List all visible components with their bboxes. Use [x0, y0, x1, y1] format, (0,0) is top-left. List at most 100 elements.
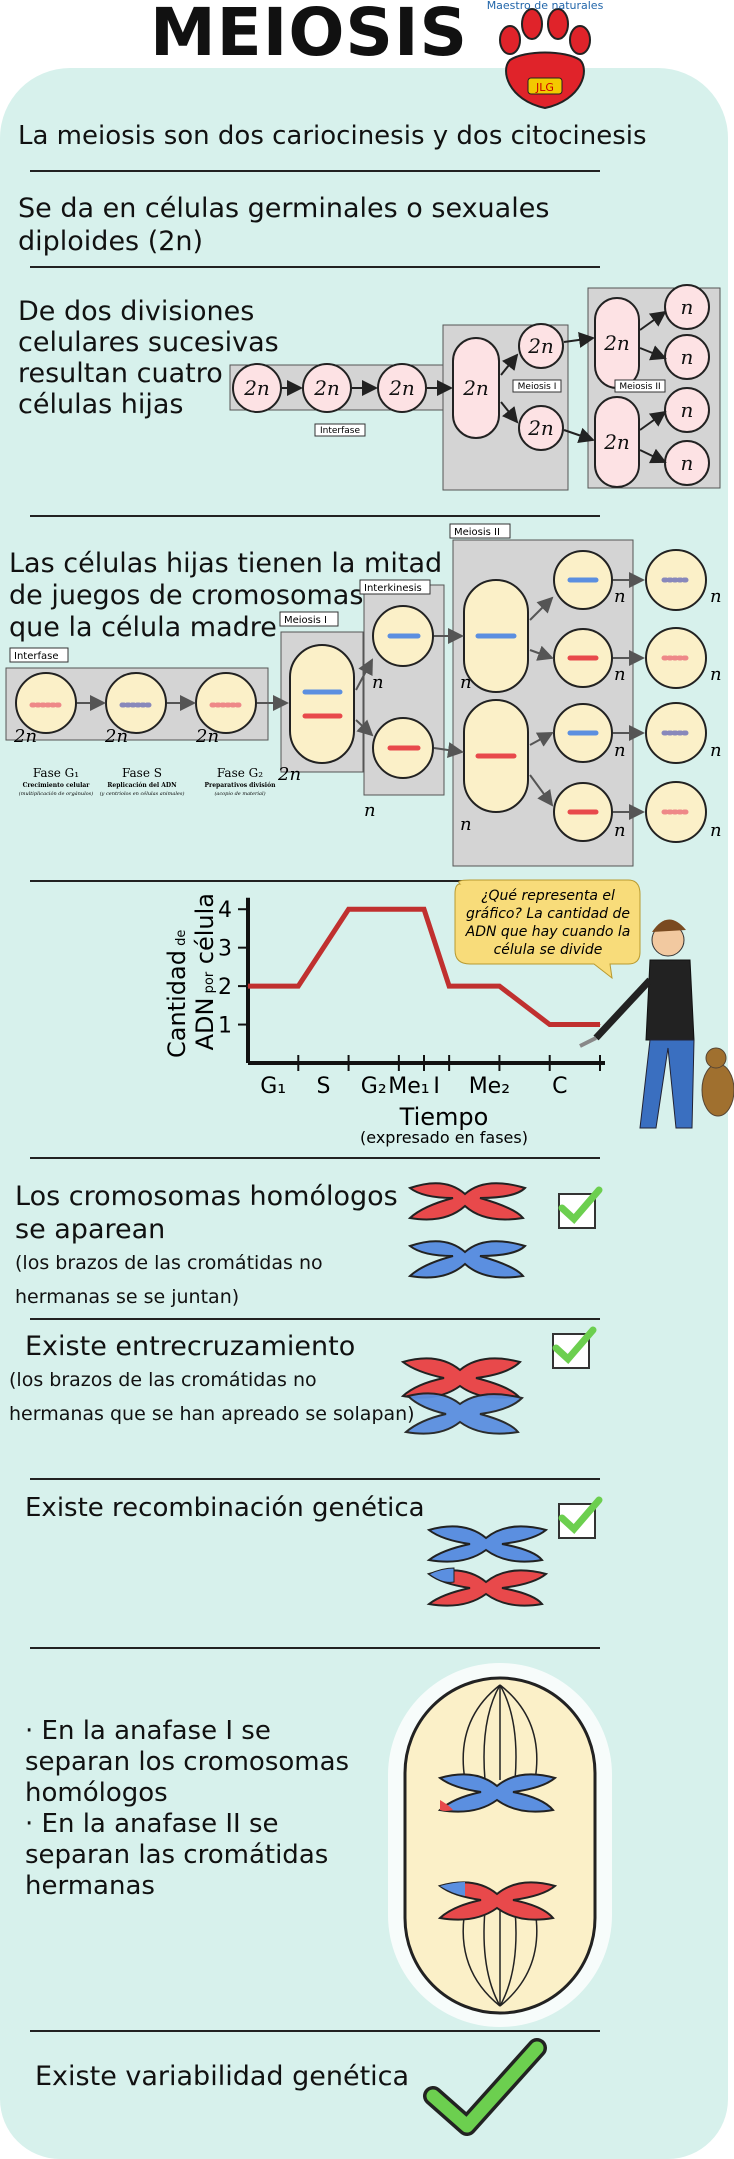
- svg-text:n: n: [614, 586, 626, 607]
- dna-point: [423, 908, 425, 910]
- svg-text:2n: 2n: [277, 764, 301, 785]
- statement-line: diploides (2n): [18, 226, 204, 257]
- dna-point: [297, 985, 299, 987]
- svg-text:n: n: [364, 800, 376, 821]
- logo-text: Maestro de naturales: [487, 0, 604, 12]
- svg-text:n: n: [614, 664, 626, 685]
- svg-text:Fase S: Fase S: [122, 766, 162, 780]
- x-axis-sublabel: (expresado en fases): [360, 1128, 528, 1147]
- svg-text:n: n: [460, 672, 472, 693]
- svg-text:2n: 2n: [13, 726, 37, 747]
- check-icon: [552, 1326, 597, 1369]
- svg-text:Meiosis I: Meiosis I: [518, 382, 557, 392]
- svg-text:2n: 2n: [243, 376, 270, 400]
- meiosis-cell-diagram: Interfase Meiosis I Interkinesis Meiosis…: [5, 523, 722, 867]
- svg-text:n: n: [710, 820, 722, 841]
- cell-2n-dividing: [594, 396, 640, 488]
- divider: [30, 880, 600, 882]
- svg-text:n: n: [372, 672, 384, 693]
- svg-text:n: n: [681, 295, 694, 319]
- x-tick-label: G₂: [361, 1074, 387, 1099]
- svg-text:(acopio de material): (acopio de material): [214, 790, 265, 797]
- cell-2n-dividing: [452, 337, 500, 439]
- logo: JLG Maestro de naturales: [487, 0, 604, 110]
- svg-text:n: n: [614, 740, 626, 761]
- svg-text:Meiosis I: Meiosis I: [284, 615, 327, 626]
- svg-text:2n: 2n: [603, 331, 630, 355]
- y-tick-label: 3: [218, 937, 232, 962]
- divider: [30, 1478, 600, 1480]
- x-axis-label: Tiempo: [399, 1103, 489, 1131]
- statement-germinal-cells: Se da en células germinales o sexuales d…: [18, 192, 549, 258]
- statement-homologous-pair: Los cromosomas homólogos se aparean (los…: [15, 1181, 398, 1308]
- cell-2n: [302, 363, 352, 413]
- svg-text:(y centriolos en células anima: (y centriolos en células animales): [100, 790, 185, 797]
- recombined-chromosomes: [426, 1525, 549, 1607]
- svg-text:2n: 2n: [462, 376, 489, 400]
- speech-text: ¿Qué representa el: [481, 888, 615, 904]
- svg-text:n: n: [614, 820, 626, 841]
- dna-point: [348, 908, 350, 910]
- svg-text:Interkinesis: Interkinesis: [364, 583, 422, 594]
- statement-crossing-over: Existe entrecruzamiento (los brazos de l…: [9, 1331, 415, 1425]
- speech-bubble: [454, 879, 641, 980]
- cell-n: [664, 387, 710, 433]
- svg-text:n: n: [681, 398, 694, 422]
- cell-2n: [518, 405, 564, 451]
- crossing-chromosomes: [400, 1357, 524, 1435]
- svg-text:2n: 2n: [104, 726, 128, 747]
- statement-variability: Existe variabilidad genética: [35, 2061, 410, 2092]
- dna-point: [448, 985, 450, 987]
- y-tick-label: 4: [218, 898, 232, 923]
- svg-text:Interfase: Interfase: [14, 651, 58, 662]
- x-tick-label: C: [552, 1074, 567, 1099]
- paw-icon: [499, 8, 591, 110]
- svg-text:2n: 2n: [603, 430, 630, 454]
- x-tick-label: G₁: [260, 1074, 286, 1099]
- divider: [30, 1157, 600, 1159]
- statement-line: Se da en células germinales o sexuales: [18, 193, 550, 224]
- svg-text:Fase G₂: Fase G₂: [217, 766, 263, 780]
- speech-text: gráfico? La cantidad de: [466, 906, 630, 922]
- x-tick-label: I: [433, 1074, 440, 1099]
- svg-text:n: n: [710, 586, 722, 607]
- divider: [30, 515, 600, 517]
- svg-text:2n: 2n: [195, 726, 219, 747]
- svg-text:n: n: [681, 345, 694, 369]
- page-title: MEIOSIS: [150, 0, 469, 71]
- svg-text:Crecimiento celular: Crecimiento celular: [23, 782, 91, 789]
- svg-text:Interfase: Interfase: [320, 426, 360, 436]
- dna-point: [498, 985, 500, 987]
- speech-text: ADN que hay cuando la: [465, 924, 631, 940]
- divider: [30, 2030, 600, 2032]
- dna-point: [398, 908, 400, 910]
- big-check-icon: [423, 2038, 547, 2136]
- x-tick-label: Me₁: [388, 1074, 429, 1099]
- y-axis-label: Cantidad de ADN por célula: [163, 893, 219, 1058]
- svg-text:Meiosis II: Meiosis II: [454, 527, 500, 538]
- svg-text:(multiplicación de orgánulos): (multiplicación de orgánulos): [19, 790, 93, 797]
- svg-text:n: n: [460, 814, 472, 835]
- logo-badge: JLG: [535, 81, 554, 94]
- dna-point: [247, 985, 249, 987]
- statement-recombination: Existe recombinación genética: [25, 1493, 425, 1523]
- svg-text:n: n: [710, 740, 722, 761]
- teacher-illustration: [579, 919, 734, 1129]
- svg-text:2n: 2n: [527, 416, 554, 440]
- svg-text:2n: 2n: [313, 376, 340, 400]
- check-icon: [558, 1496, 603, 1539]
- x-tick-label: S: [316, 1074, 330, 1099]
- y-tick-label: 2: [218, 975, 232, 1000]
- svg-text:Replicación del ADN: Replicación del ADN: [107, 782, 177, 789]
- cell-2n: [518, 323, 564, 369]
- svg-text:Meiosis II: Meiosis II: [619, 382, 660, 392]
- dna-point: [549, 1024, 551, 1026]
- divider: [30, 1318, 600, 1320]
- divider: [30, 266, 600, 268]
- svg-text:Preparativos división: Preparativos división: [205, 782, 277, 789]
- cell-n: [664, 284, 710, 330]
- svg-text:2n: 2n: [527, 334, 554, 358]
